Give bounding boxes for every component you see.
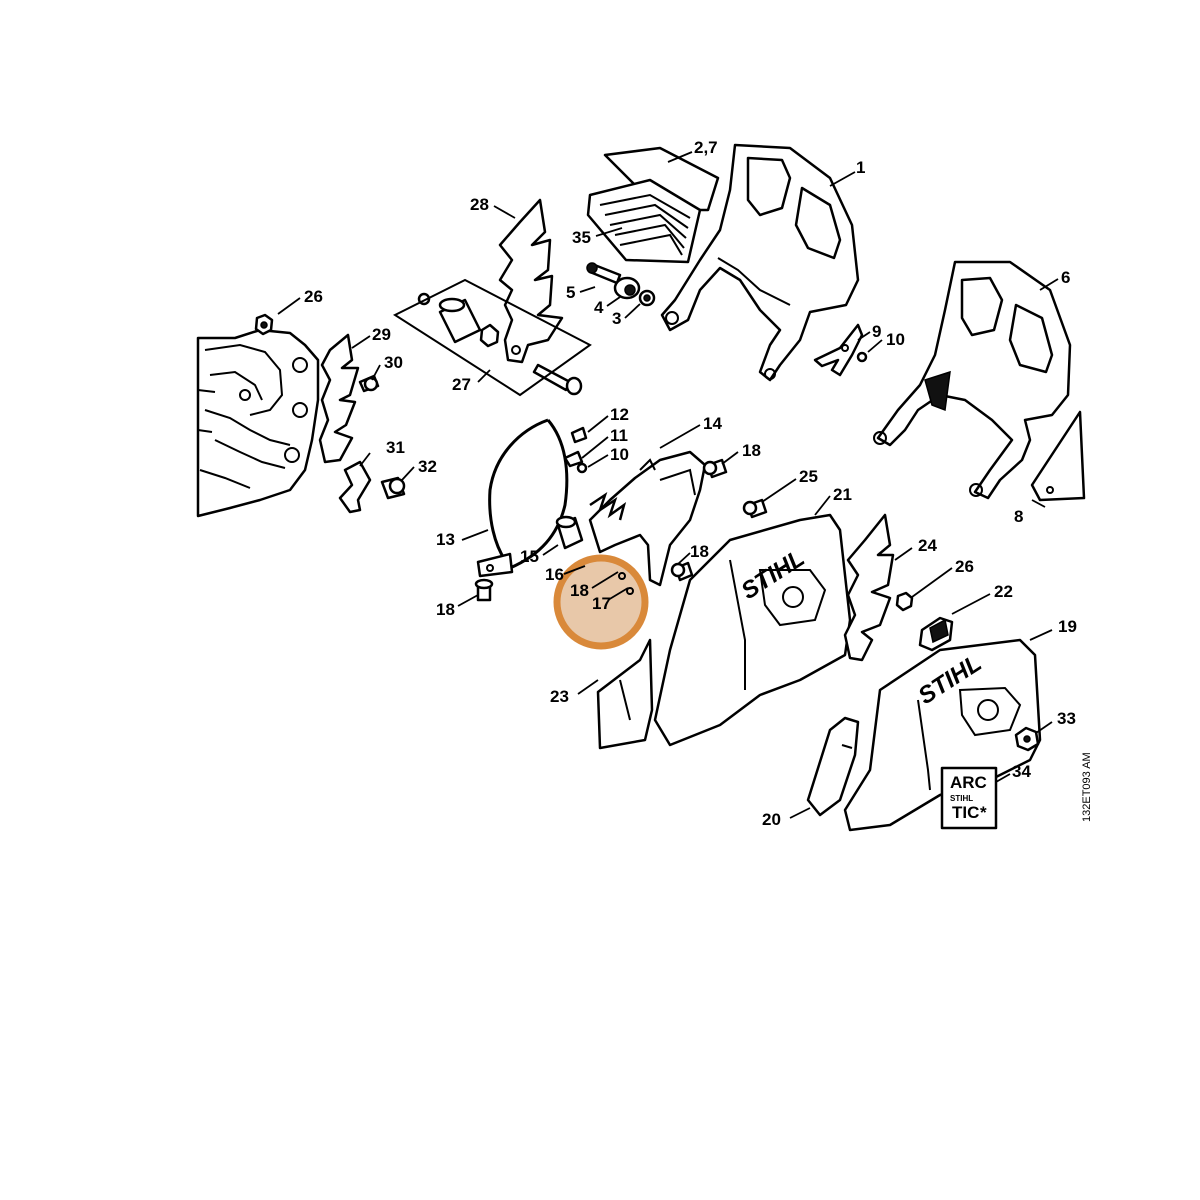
label-part-19: 19 (1058, 617, 1077, 636)
label-part-29: 29 (372, 325, 391, 344)
label-part-12: 12 (610, 405, 629, 424)
part-35-grip-plate (586, 178, 702, 264)
part-16-spring (589, 491, 627, 521)
part-10-washer-right (856, 351, 868, 363)
part-18-screw-bottom (474, 578, 494, 602)
label-part-10: 10 (610, 445, 629, 464)
decal-line-2: TIC (952, 803, 979, 822)
part-28-spiked-bumper (498, 198, 564, 364)
part-6-hand-guard (873, 260, 1072, 500)
part-25-screw (742, 498, 768, 519)
label-part-21: 21 (833, 485, 852, 504)
part-8-plate (1030, 410, 1086, 502)
part-21-sprocket-cover: STIHL (653, 513, 852, 747)
label-part-23: 23 (550, 687, 569, 706)
part-24-spike (843, 513, 895, 662)
part-3-nut (638, 289, 656, 307)
label-part-18-top: 18 (742, 441, 761, 460)
label-part-24: 24 (918, 536, 937, 555)
part-1-hand-guard (660, 143, 860, 382)
label-part-9: 9 (872, 322, 881, 341)
label-part-18-highlighted: 18 (570, 581, 589, 600)
part-labels: 1 2,7 35 28 5 4 3 26 29 30 27 9 10 6 12 … (304, 138, 1077, 829)
label-part-18-middle: 18 (690, 542, 709, 561)
part-33-nut (1014, 726, 1040, 752)
part-34-arctic-decal: ARC STIHL TIC * (940, 766, 998, 830)
label-part-4: 4 (594, 298, 604, 317)
part-12-pin (570, 426, 588, 444)
part-27-mounting-kit (392, 278, 592, 397)
part-13-brake-band (476, 418, 569, 578)
label-part-26-right: 26 (955, 557, 974, 576)
decal-snowflake: * (980, 803, 987, 822)
part-22-block (918, 616, 954, 652)
part-11-spring-clip (563, 450, 584, 468)
part-15-sleeve (555, 515, 584, 550)
highlight-circle (553, 554, 649, 650)
label-part-10-right: 10 (886, 330, 905, 349)
label-part-35: 35 (572, 228, 591, 247)
part-18-screw-top (702, 458, 728, 479)
part-14-brake-lever (588, 450, 707, 587)
part-26-nut-right (895, 591, 914, 612)
label-part-31: 31 (386, 438, 405, 457)
label-part-33: 33 (1057, 709, 1076, 728)
leader-lines (277, 151, 1059, 819)
part-9-lever (813, 323, 864, 377)
label-part-2-7: 2,7 (694, 138, 718, 157)
label-part-27: 27 (452, 375, 471, 394)
engine-housing-drawing (196, 328, 320, 518)
label-part-17-highlighted: 17 (592, 594, 611, 613)
label-part-8: 8 (1014, 507, 1023, 526)
drawing-code: 132ET093 AM (1081, 752, 1093, 822)
label-part-3: 3 (612, 309, 621, 328)
part-30-screw (358, 374, 380, 393)
label-part-13: 13 (436, 530, 455, 549)
part-18-screw-middle (670, 561, 694, 582)
label-part-15: 15 (520, 547, 539, 566)
label-part-28: 28 (470, 195, 489, 214)
label-part-34: 34 (1012, 762, 1031, 781)
decal-line-1: ARC (950, 773, 987, 792)
label-part-5: 5 (566, 283, 575, 302)
label-part-22: 22 (994, 582, 1013, 601)
part-26-nut (254, 313, 274, 336)
label-part-6: 6 (1061, 268, 1070, 287)
part-19-side-cover: STIHL (843, 638, 1042, 832)
label-part-30: 30 (384, 353, 403, 372)
label-part-18-bottom: 18 (436, 600, 455, 619)
part-10-washer (576, 462, 588, 474)
part-29-spike (318, 333, 360, 464)
part-23-plate (596, 638, 654, 750)
part-4-bushing (613, 276, 641, 300)
part-31-bracket (338, 460, 372, 514)
part-32-screw (380, 476, 406, 500)
label-part-14: 14 (703, 414, 722, 433)
label-part-16: 16 (545, 565, 564, 584)
part-5-bolt (586, 262, 622, 285)
label-part-32: 32 (418, 457, 437, 476)
label-part-20: 20 (762, 810, 781, 829)
label-part-25: 25 (799, 467, 818, 486)
decal-small-text: STIHL (950, 794, 973, 803)
label-part-11: 11 (610, 426, 628, 445)
label-part-26: 26 (304, 287, 323, 306)
part-20-pad (806, 716, 860, 817)
label-part-1: 1 (856, 158, 865, 177)
